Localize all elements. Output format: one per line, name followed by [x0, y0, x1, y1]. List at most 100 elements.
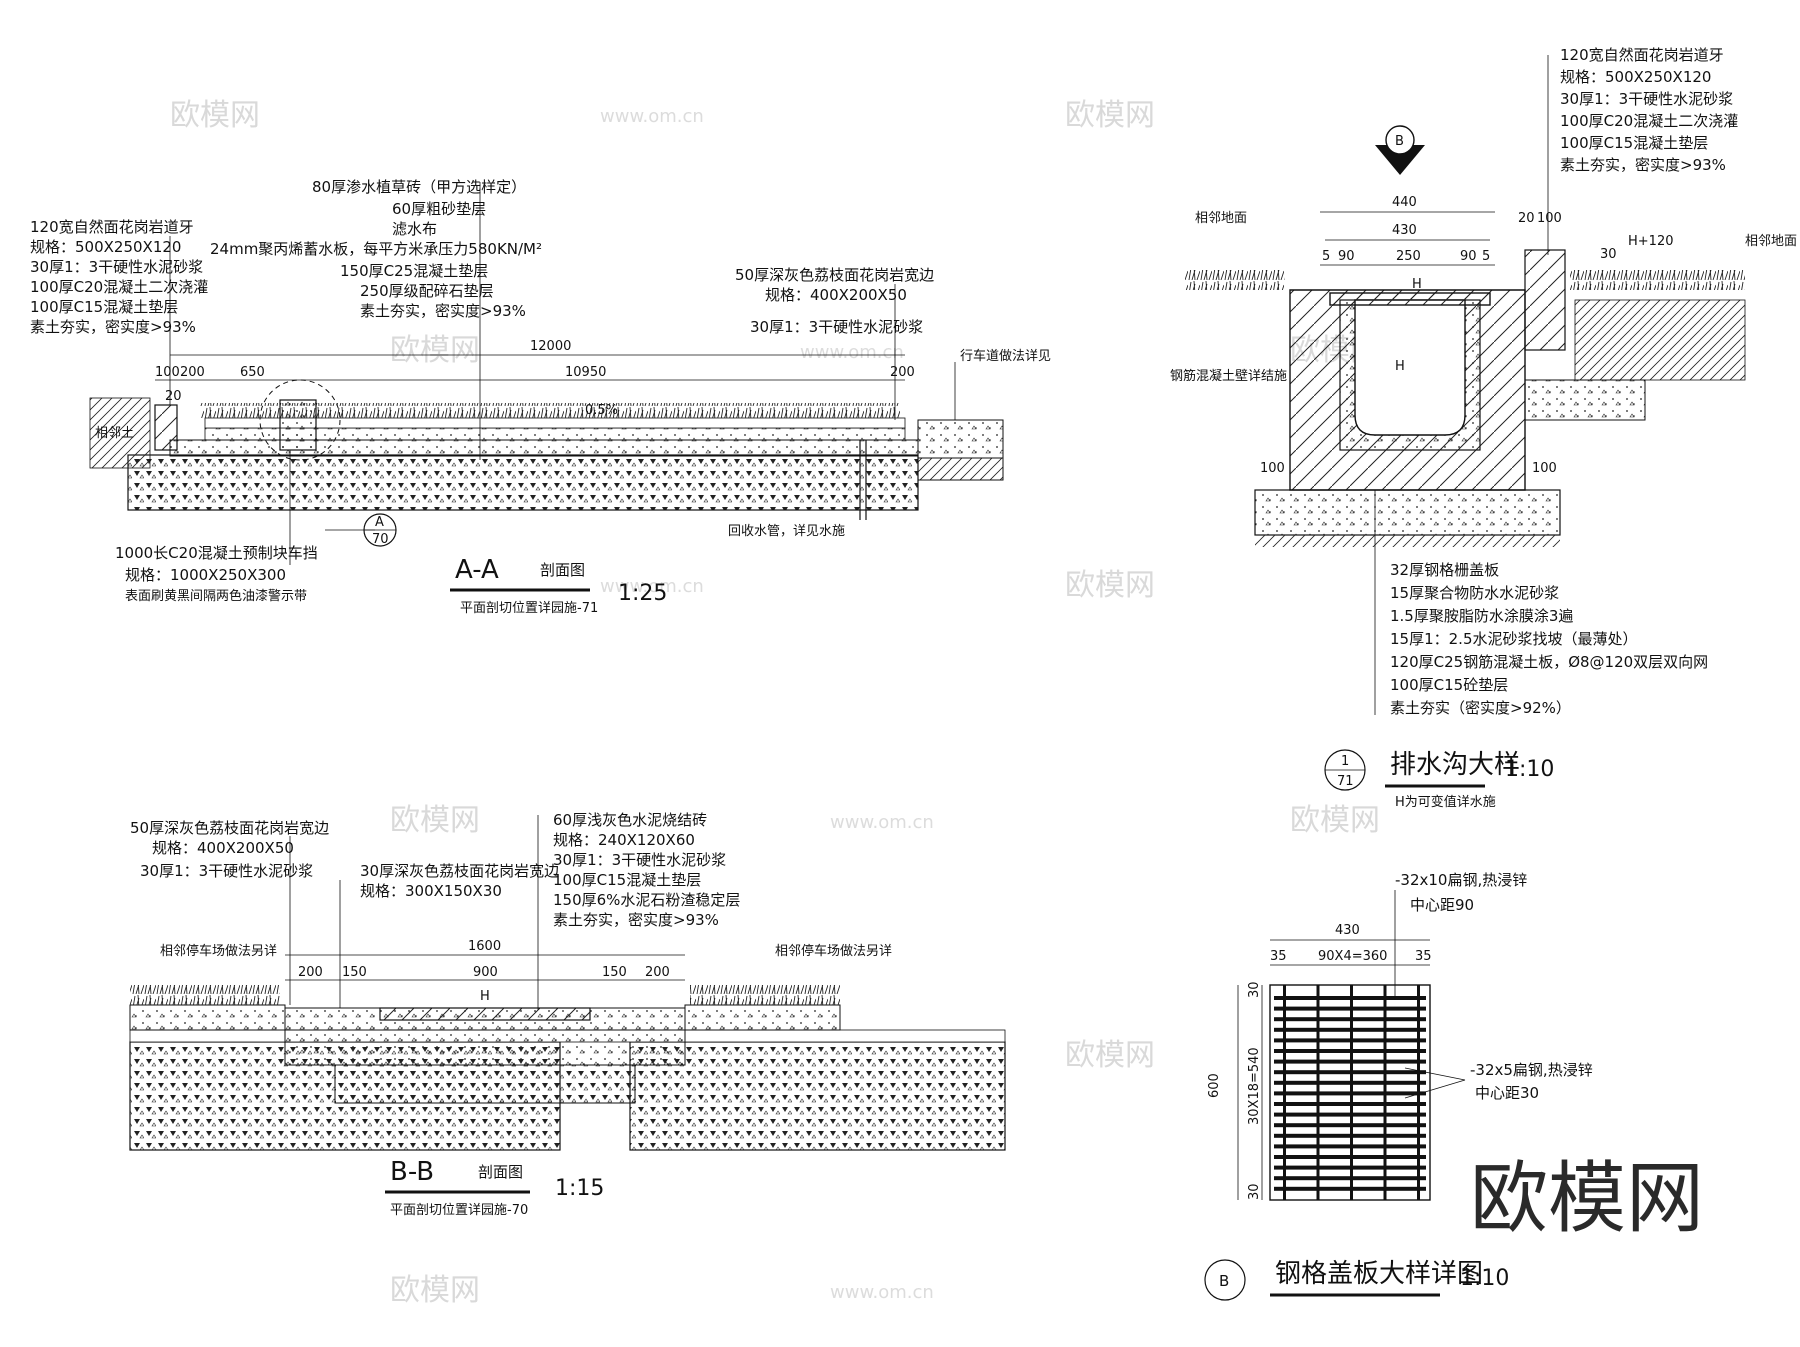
- grate-cross-bar: [1274, 1155, 1426, 1159]
- grate-cross-bar: [1274, 1102, 1426, 1106]
- grate-cross-bar: [1274, 1038, 1426, 1043]
- aa-dim-12000: 12000: [530, 339, 571, 354]
- grate-cross-bar: [1274, 1165, 1426, 1170]
- aa-grass: [200, 403, 900, 418]
- grate-title: 钢格盖板大样详图: [1275, 1259, 1483, 1289]
- drain-soil-right: [1574, 299, 1746, 381]
- section-bb: 1600 200 150 900 150 200 H 50厚深灰色荔枝面花岗岩宽…: [129, 811, 1006, 1218]
- bb-gravel-right: [629, 1041, 1006, 1151]
- watermark-logo: 欧模网: [170, 98, 260, 133]
- watermark-logo: 欧模网: [390, 333, 480, 368]
- aa-bottom-labels: 1000长C20混凝土预制块车挡 规格：1000X250X300 表面刷黄黑间隔…: [115, 450, 318, 604]
- aa-dim-650: 650: [240, 365, 265, 380]
- bb-label: 100厚C15混凝土垫层: [553, 871, 701, 889]
- bb-title: B-B: [390, 1157, 434, 1187]
- drain-dim-100: 100: [1532, 461, 1557, 476]
- drain-base-slab: [1254, 489, 1561, 536]
- grate-detail: 430 35 90X4=360 35 600 30 30X18=540 30 -…: [1204, 871, 1593, 1301]
- bb-scale: 1:15: [555, 1176, 604, 1201]
- aa-note-pipe: 回收水管，详见水施: [728, 524, 845, 539]
- grate-leader: [1404, 1079, 1466, 1099]
- drain-soil-base: [1255, 535, 1560, 547]
- grate-cross-bar: [1274, 1080, 1426, 1085]
- bb-label: 30厚1：3干硬性水泥砂浆: [140, 862, 313, 880]
- drain-label: 15厚1：2.5水泥砂浆找坡（最薄处）: [1390, 630, 1638, 648]
- drain-dim-90: 90: [1338, 249, 1355, 264]
- bb-grass-left: [130, 985, 280, 1005]
- aa-car-stop: [279, 399, 317, 451]
- bb-label: 素土夯实，密实度>93%: [553, 911, 719, 929]
- drain-scale: 1:10: [1505, 757, 1554, 782]
- drain-curb-base: [1524, 379, 1646, 421]
- aa-title-suffix: 剖面图: [540, 561, 585, 579]
- drain-dim-20: 20: [1518, 211, 1535, 226]
- grate-label-mid-spacing: 中心距30: [1475, 1084, 1539, 1102]
- bb-label: 50厚深灰色荔枝面花岗岩宽边: [130, 819, 329, 837]
- grate-callout: B: [1219, 1272, 1229, 1290]
- aa-callout-bottom: 70: [372, 532, 389, 547]
- aa-label: 素土夯实，密实度>93%: [360, 302, 526, 320]
- drain-dim-100: 100: [1537, 211, 1562, 226]
- drain-dim-250: 250: [1396, 249, 1421, 264]
- drain-h-side: H: [1395, 359, 1405, 374]
- grate-cross-bar: [1274, 1049, 1426, 1053]
- bb-dim-200: 200: [645, 965, 670, 980]
- drain-dim-440: 440: [1392, 195, 1417, 210]
- aa-label: 规格：400X200X50: [765, 286, 907, 304]
- grate-bars: [1274, 985, 1426, 1200]
- grate-dim-540: 30X18=540: [1247, 1047, 1262, 1125]
- watermark-url: www.om.cn: [800, 342, 904, 363]
- bb-h-label: H: [480, 989, 490, 1004]
- watermark-logo: 欧模网: [1065, 568, 1155, 603]
- drain-dim-100: 100: [1260, 461, 1285, 476]
- bb-label: 30厚深灰色荔枝面花岗岩宽边: [360, 862, 559, 880]
- aa-right-labels: 50厚深灰色荔枝面花岗岩宽边 规格：400X200X50 30厚1：3干硬性水泥…: [735, 266, 934, 420]
- drain-note-wall: 钢筋混凝土壁详结施: [1170, 368, 1287, 384]
- bb-label: 150厚6%水泥石粉渣稳定层: [553, 891, 740, 909]
- drain-note-right-ground: 相邻地面: [1745, 234, 1797, 249]
- watermark-url: www.om.cn: [600, 106, 704, 127]
- grate-cross-bar: [1274, 1070, 1426, 1075]
- bb-drain-cover: [379, 1007, 591, 1021]
- watermark-url: www.om.cn: [830, 812, 934, 833]
- drain-label: 1.5厚聚胺脂防水涂膜涂3遍: [1390, 607, 1573, 625]
- bb-label: 规格：240X120X60: [553, 831, 695, 849]
- grate-cross-bar: [1274, 1186, 1426, 1191]
- bb-dim-900: 900: [473, 965, 498, 980]
- aa-slope: 0.5%: [585, 403, 618, 418]
- aa-road-concrete: [917, 419, 1004, 459]
- watermark-logo: 欧模网: [390, 1273, 480, 1308]
- drain-channel: [1354, 299, 1466, 436]
- aa-label: 规格：500X250X120: [30, 238, 181, 256]
- drain-grass-right: [1570, 270, 1745, 290]
- aa-label: 100厚C15混凝土垫层: [30, 298, 178, 316]
- brand-watermark: 欧模网: [1470, 1154, 1704, 1244]
- grate-cross-bar: [1274, 1059, 1426, 1064]
- drain-grass-left: [1185, 270, 1285, 290]
- aa-dim-200: 200: [890, 365, 915, 380]
- grate-cross-bar: [1274, 1112, 1426, 1117]
- drain-dim-5: 5: [1322, 249, 1330, 264]
- aa-adjacent-soil: [89, 397, 151, 469]
- drain-label: 100厚C15混凝土垫层: [1560, 134, 1708, 152]
- watermark-logo: 欧模网: [1065, 98, 1155, 133]
- drain-note-left-ground: 相邻地面: [1195, 211, 1247, 226]
- aa-label: 120宽自然面花岗岩道牙: [30, 218, 194, 236]
- grate-scale: 1:10: [1460, 1266, 1509, 1291]
- aa-scale: 1:25: [618, 581, 667, 606]
- grate-dim-35: 35: [1270, 949, 1287, 964]
- bb-subtitle: 平面剖切位置详园施-70: [390, 1203, 528, 1218]
- bb-note-right: 相邻停车场做法另详: [775, 943, 892, 959]
- drain-dim-90: 90: [1460, 249, 1477, 264]
- grate-label-top-spacing: 中心距90: [1410, 896, 1474, 914]
- bb-note-left: 相邻停车场做法另详: [160, 943, 277, 959]
- bb-gravel-center: [334, 1064, 636, 1104]
- drain-label: 规格：500X250X120: [1560, 68, 1711, 86]
- drain-dim-5: 5: [1482, 249, 1490, 264]
- bb-label: 60厚浅灰色水泥烧结砖: [553, 811, 707, 829]
- aa-gravel-layer: [127, 454, 919, 511]
- bb-left-paving: [129, 1004, 286, 1031]
- grate-leader: [1404, 1067, 1466, 1081]
- aa-label: 80厚渗水植草砖（甲方选样定）: [312, 178, 526, 196]
